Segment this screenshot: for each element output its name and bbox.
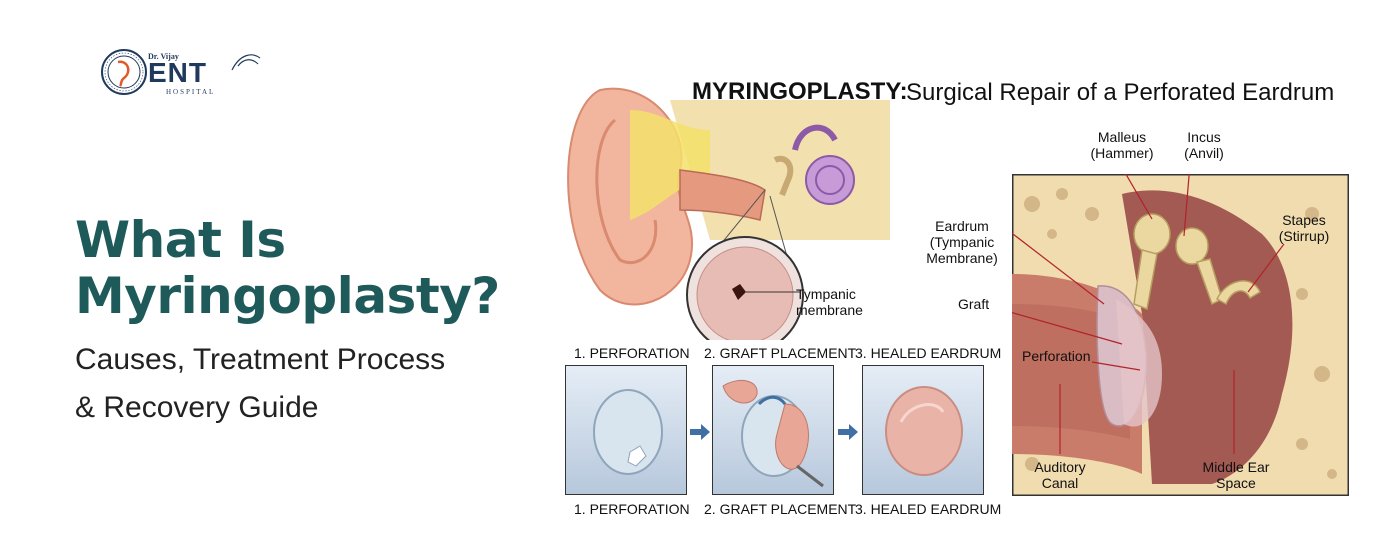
label-incus: Incus (Anvil): [1184, 129, 1224, 161]
logo-flourish-icon: [231, 54, 261, 71]
label-perforation: Perforation: [1022, 348, 1091, 364]
hospital-logo[interactable]: Dr. Vijay ENT HOSPITAL: [100, 48, 270, 100]
arrow-right-icon: [690, 424, 710, 440]
middle-ear-cross-section: [1012, 174, 1349, 496]
step-label-bottom-1: 1. PERFORATION: [574, 501, 690, 517]
hospital-seal-icon: [101, 49, 147, 95]
subheadline-line-1: Causes, Treatment Process: [75, 343, 446, 376]
logo-brand: ENT: [148, 57, 207, 88]
step-panel-graft: [712, 365, 834, 495]
illustration-title-rest: Surgical Repair of a Perforated Eardrum: [906, 79, 1335, 106]
label-malleus: Malleus (Hammer): [1090, 129, 1154, 161]
perforated-eardrum-icon: [593, 389, 663, 475]
healed-eardrum-icon: [885, 386, 963, 476]
label-eardrum: Eardrum (Tympanic Membrane): [926, 218, 998, 266]
logo-prefix: Dr. Vijay: [148, 52, 179, 61]
step-label-bottom-2: 2. GRAFT PLACEMENT: [704, 501, 857, 517]
logo-suffix: HOSPITAL: [166, 88, 216, 96]
cochlea-icon: [792, 124, 855, 205]
step-label-top-1: 1. PERFORATION: [574, 345, 690, 361]
ear-anatomy-illustration: [567, 87, 890, 340]
label-middle-ear-space: Middle Ear Space: [1202, 459, 1270, 491]
step-label-top-2: 2. GRAFT PLACEMENT: [704, 345, 857, 361]
page-subheadline: Causes, Treatment Process & Recovery Gui…: [75, 336, 445, 432]
subheadline-line-2: & Recovery Guide: [75, 391, 319, 424]
step-panel-perforation: [565, 365, 687, 495]
step-label-bottom-3: 3. HEALED EARDRUM: [855, 501, 1002, 517]
page-headline: What Is Myringoplasty?: [75, 212, 500, 324]
label-auditory-canal: Auditory Canal: [1034, 459, 1086, 491]
label-graft: Graft: [958, 296, 990, 312]
arrow-right-icon: [838, 424, 858, 440]
label-stapes: Stapes (Stirrup): [1278, 212, 1330, 244]
headline-line-2: Myringoplasty?: [75, 267, 500, 325]
headline-line-1: What Is: [75, 211, 286, 269]
graft-placement-icon: [722, 379, 824, 488]
step-panel-healed: [862, 365, 984, 495]
step-label-top-3: 3. HEALED EARDRUM: [855, 345, 1002, 361]
tympanic-membrane-label: Tympanic membrane: [796, 286, 863, 318]
ossicles-icon: [1133, 213, 1261, 311]
